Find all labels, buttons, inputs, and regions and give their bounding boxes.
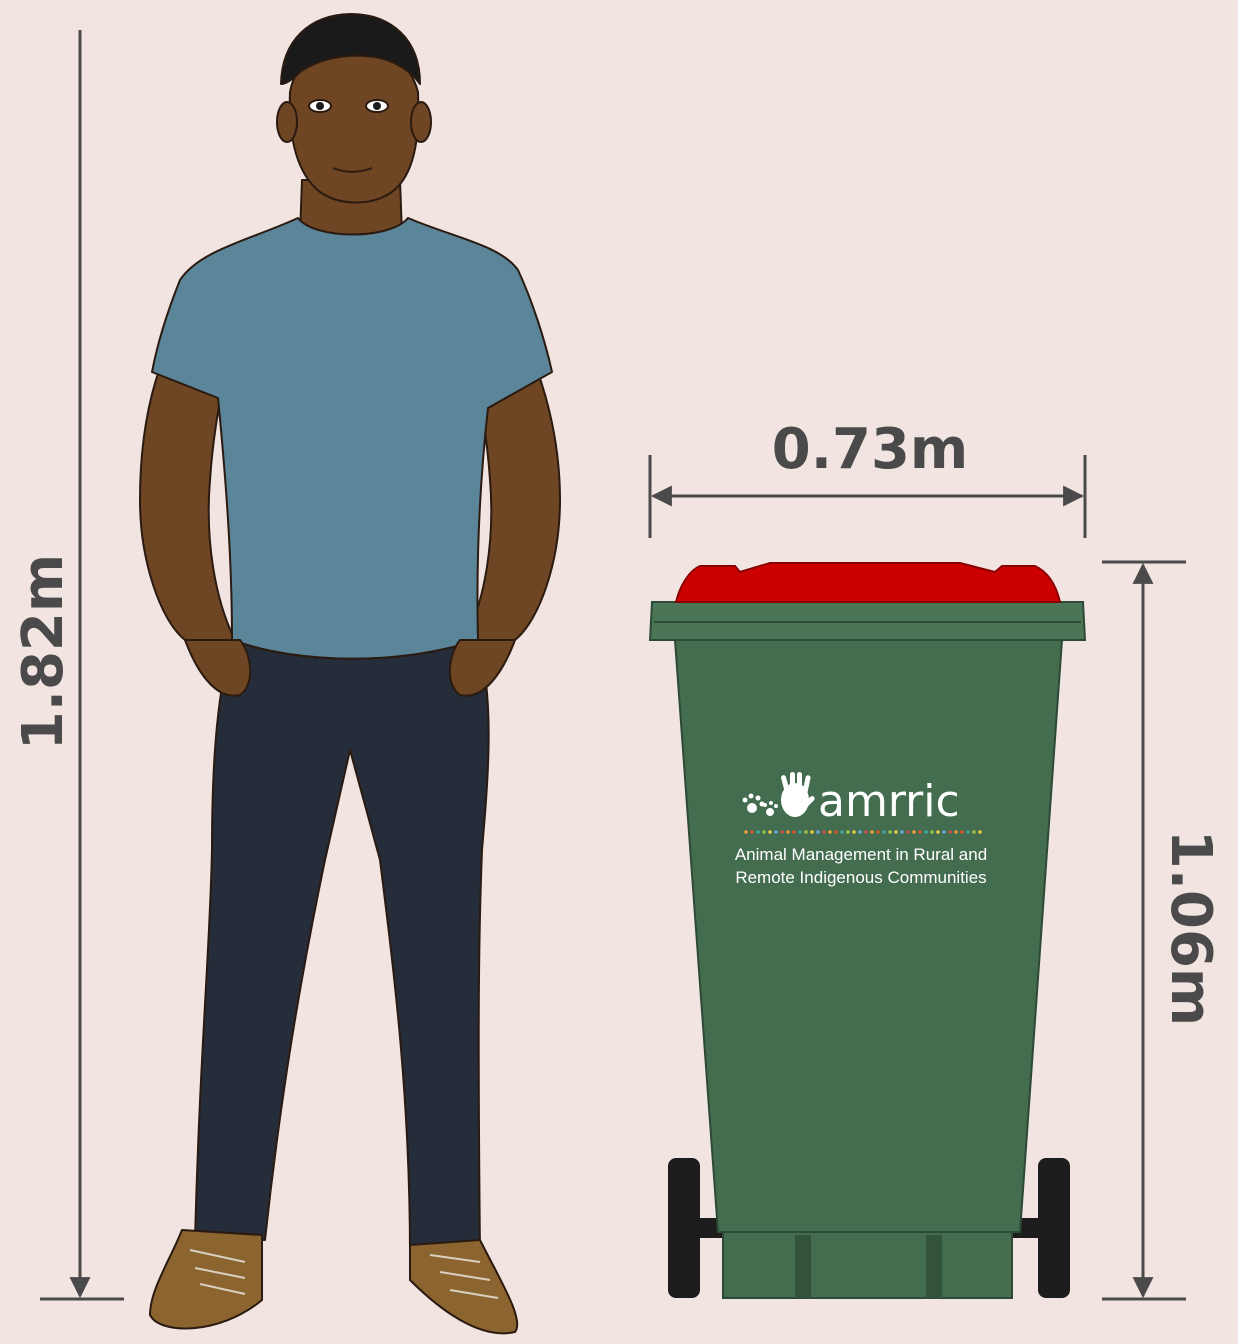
logo-tagline-line-1: Animal Management in Rural and — [735, 845, 987, 864]
bin-lid — [676, 563, 1060, 602]
logo-dot — [792, 830, 796, 834]
logo-dot — [852, 830, 856, 834]
logo-dot — [900, 830, 904, 834]
logo-tagline-line-2: Remote Indigenous Communities — [735, 868, 986, 887]
head — [290, 45, 419, 203]
logo-dot — [864, 830, 868, 834]
logo-dot — [978, 830, 982, 834]
logo-dot — [828, 830, 832, 834]
logo-dot — [744, 830, 748, 834]
bin-wheel-right — [1038, 1158, 1070, 1298]
logo-dot — [882, 830, 886, 834]
logo-dot — [780, 830, 784, 834]
person-height-dimension: 1.82m — [11, 30, 124, 1299]
logo-dot — [954, 830, 958, 834]
right-pupil — [373, 102, 381, 110]
logo-dot — [948, 830, 952, 834]
logo-dot — [888, 830, 892, 834]
logo-dot — [810, 830, 814, 834]
logo-wordmark: amrric — [818, 776, 960, 827]
logo-dot — [936, 830, 940, 834]
logo-dot — [774, 830, 778, 834]
logo-dot — [846, 830, 850, 834]
bin-height-dimension: 1.06m — [1102, 562, 1223, 1299]
right-ear — [411, 102, 431, 142]
logo-dot — [798, 830, 802, 834]
logo-dot — [918, 830, 922, 834]
logo-dot — [870, 830, 874, 834]
logo-dot — [816, 830, 820, 834]
logo-dot — [834, 830, 838, 834]
logo-dot — [966, 830, 970, 834]
pants — [195, 640, 489, 1255]
logo-dot — [858, 830, 862, 834]
logo-dot — [786, 830, 790, 834]
logo-dot — [960, 830, 964, 834]
right-shoe — [410, 1240, 517, 1333]
logo-dot — [822, 830, 826, 834]
logo-dot — [804, 830, 808, 834]
bin-width-label: 0.73m — [772, 417, 969, 482]
bin-wheel-left — [668, 1158, 700, 1298]
logo-dot — [840, 830, 844, 834]
left-pupil — [316, 102, 324, 110]
logo-dot — [756, 830, 760, 834]
left-shoe — [150, 1230, 262, 1329]
left-ear — [277, 102, 297, 142]
logo-dot — [912, 830, 916, 834]
person-illustration — [140, 14, 560, 1333]
logo-dot — [750, 830, 754, 834]
logo-dot — [762, 830, 766, 834]
bin-width-dimension: 0.73m — [650, 417, 1085, 538]
logo-dot — [768, 830, 772, 834]
logo-dot — [894, 830, 898, 834]
right-hand — [450, 640, 515, 696]
bin-base — [723, 1230, 1012, 1298]
bin-base-rib-left — [795, 1235, 811, 1298]
logo-dot — [906, 830, 910, 834]
wheelie-bin: amrric Animal Management in Rural and Re… — [650, 563, 1085, 1298]
logo-dot — [930, 830, 934, 834]
person-height-label: 1.82m — [11, 554, 76, 751]
logo-dot — [924, 830, 928, 834]
logo-dot — [876, 830, 880, 834]
left-hand — [185, 640, 250, 696]
logo-dot — [942, 830, 946, 834]
logo-dot — [972, 830, 976, 834]
bin-height-label: 1.06m — [1158, 830, 1223, 1027]
bin-body — [675, 640, 1062, 1232]
bin-base-rib-right — [926, 1235, 942, 1298]
